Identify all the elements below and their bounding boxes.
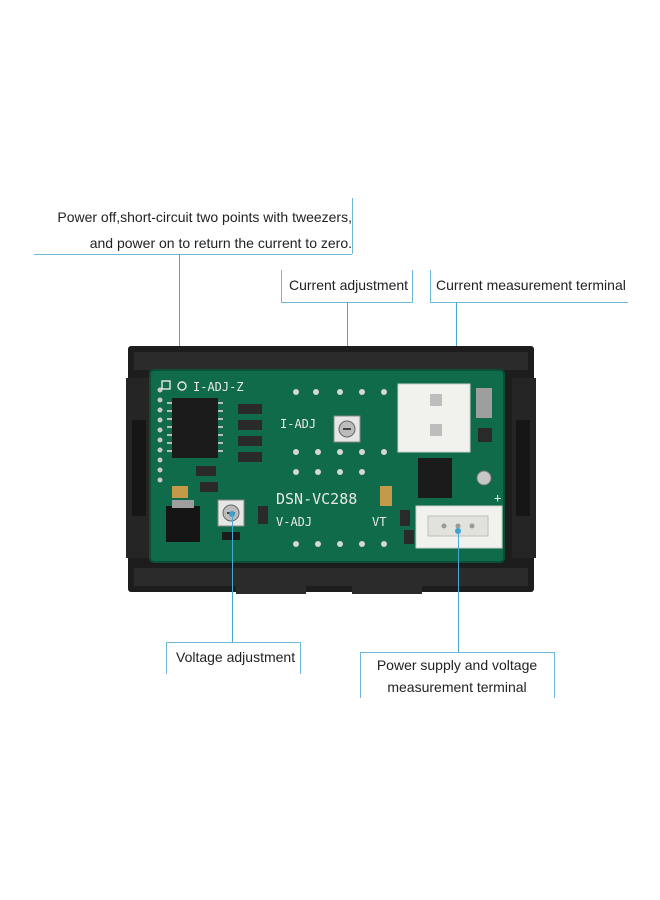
- current-adjustment-rule-right: [412, 270, 413, 302]
- silk-model: DSN-VC288: [276, 490, 357, 508]
- zero-reset-line-2: and power on to return the current to ze…: [89, 235, 352, 251]
- voltage-adjustment-rule-left: [166, 642, 167, 674]
- current-adjustment-callout: Current adjustment: [289, 274, 408, 296]
- power-terminal-topline: [360, 652, 554, 653]
- bezel-bottom-lip: [134, 568, 528, 586]
- op-amp-ic: [418, 458, 452, 498]
- power-terminal-line-1: Power supply and voltage: [376, 657, 538, 673]
- bezel-right-notch: [516, 420, 530, 516]
- power-terminal-rule-left: [360, 652, 361, 698]
- current-adjustment-rule-left: [281, 270, 282, 302]
- silk-vt: VT: [372, 515, 386, 529]
- zero-reset-leader: [179, 254, 180, 376]
- voltage-adjustment-label: Voltage adjustment: [176, 649, 296, 665]
- current-terminal-underline: [430, 302, 628, 303]
- pcb-shade: [149, 369, 505, 563]
- zero-reset-square-pad: [161, 380, 171, 390]
- power-terminal-rule-right: [554, 652, 555, 698]
- bezel-left-notch: [132, 420, 146, 516]
- bezel-top-lip: [134, 352, 528, 370]
- power-terminal-leader: [458, 531, 459, 652]
- pcb-vias: [293, 389, 387, 547]
- power-terminal-line-2: measurement terminal: [387, 679, 527, 695]
- zero-reset-line-1: Power off,short-circuit two points with …: [57, 209, 352, 225]
- zero-reset-callout: Power off,short-circuit two points with …: [40, 206, 352, 254]
- current-terminal-callout: Current measurement terminal: [436, 274, 626, 296]
- power-terminal-callout: Power supply and voltage measurement ter…: [360, 654, 554, 698]
- main-ic-pins: [167, 402, 223, 452]
- current-adjustment-label: Current adjustment: [289, 277, 409, 293]
- voltage-adjustment-rule-right: [300, 642, 301, 674]
- voltage-adjustment-leader: [232, 514, 233, 642]
- current-terminal-label: Current measurement terminal: [436, 277, 626, 293]
- regulator-tab: [172, 500, 194, 508]
- mounting-hole: [476, 470, 492, 486]
- smd-right-1: [476, 388, 492, 418]
- bezel-bottom-tab-2: [352, 586, 422, 594]
- voltage-adjustment-callout: Voltage adjustment: [176, 646, 295, 668]
- zero-reset-rule: [352, 198, 353, 254]
- smd-components: [172, 404, 414, 544]
- current-terminal-rule-left: [430, 270, 431, 302]
- silk-plus: +: [494, 491, 501, 505]
- header-pins-left: [157, 387, 163, 483]
- silk-iadj: I-ADJ: [280, 417, 316, 431]
- voltage-regulator: [166, 506, 200, 542]
- silk-vadj: V-ADJ: [276, 515, 312, 529]
- silk-iadj-z: I-ADJ-Z: [193, 380, 244, 394]
- smd-right-2: [478, 428, 492, 442]
- zero-reset-pad: [177, 381, 187, 391]
- main-ic: [172, 398, 218, 458]
- bezel-bottom-tab-1: [236, 586, 306, 594]
- voltage-adjustment-topline: [166, 642, 300, 643]
- zero-reset-underline: [34, 254, 352, 255]
